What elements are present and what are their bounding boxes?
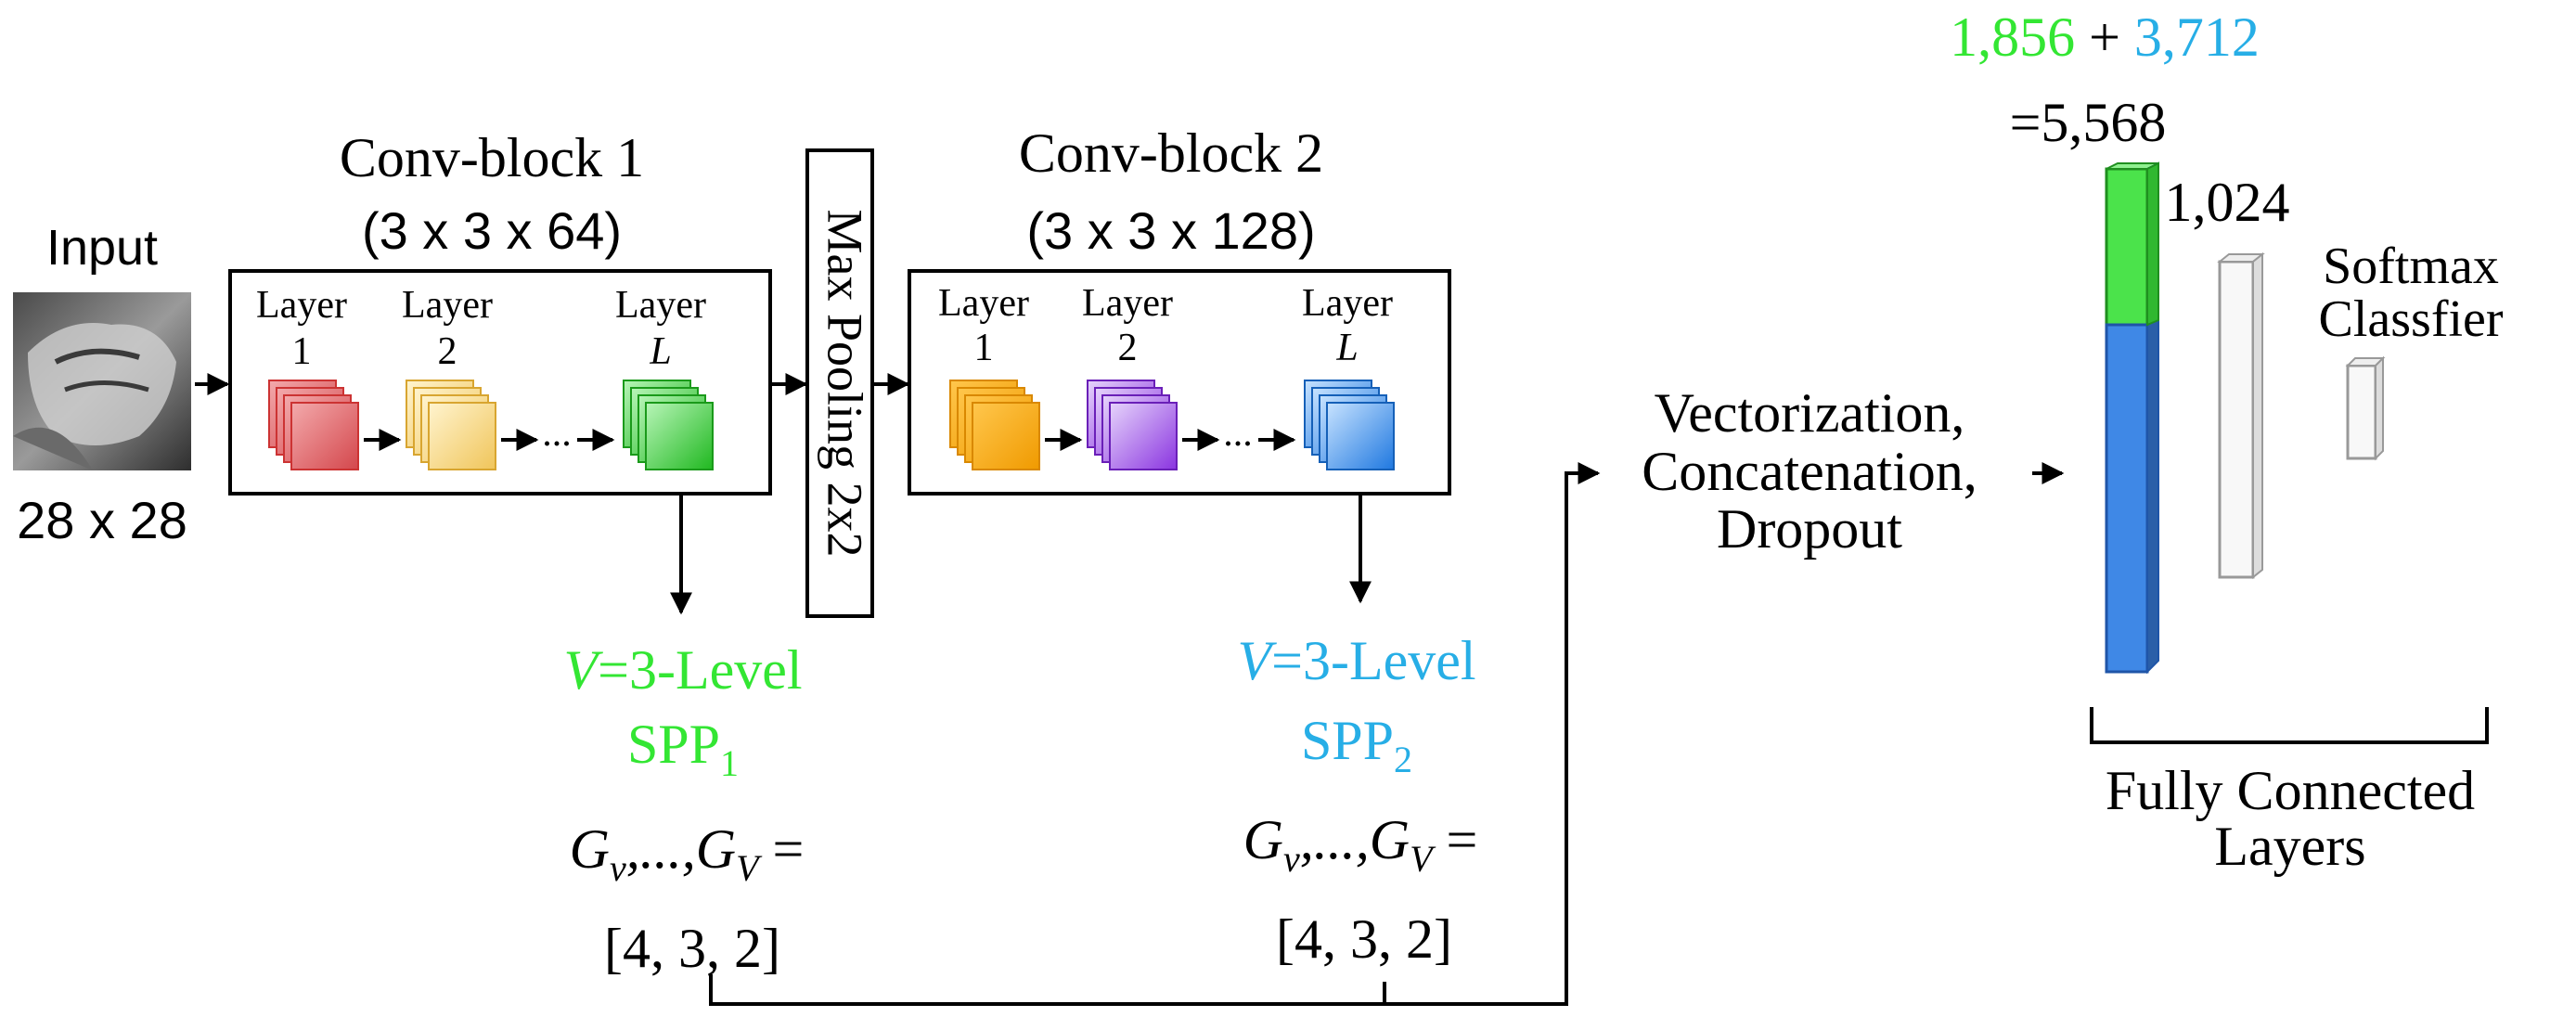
block2-box [908, 269, 1451, 496]
fc-total: =5,568 [2010, 92, 2167, 153]
block2-layer2-index: 2 [1118, 327, 1138, 369]
max-pooling-box [805, 148, 874, 618]
spp1-level: V=3-Level [563, 639, 802, 701]
block2-layer1-word: Layer [938, 282, 1029, 325]
spp2-g-values: [4, 3, 2] [1276, 908, 1452, 970]
spp-connector-line [709, 462, 1601, 1006]
spp2-level: V=3-Level [1237, 630, 1475, 691]
block1-feature-map-2 [406, 380, 496, 470]
fc-hidden-size: 1,024 [2165, 172, 2290, 233]
spp2-name: SPP2 [1301, 710, 1412, 780]
spp1-g-sub-v: v [610, 847, 626, 889]
block1-ellipsis: ... [542, 412, 572, 455]
block2-feature-map-1 [949, 380, 1040, 470]
fc-sum: 1,856 + 3,712 [1950, 6, 2260, 68]
vectorization-line-2: Concatenation, [1642, 441, 1977, 502]
spp2-level-text: =3-Level [1271, 630, 1475, 691]
block1-feature-map-L [623, 380, 714, 470]
input-label: Input [46, 220, 158, 276]
block2-ellipsis: ... [1223, 412, 1253, 455]
block1-layer2-index: 2 [438, 330, 457, 373]
spp1-g-1: G [570, 818, 610, 880]
block2-layer2-word: Layer [1082, 282, 1173, 325]
block2-layerL-index: L [1335, 327, 1358, 369]
spp2-g-mid: ,...,G [1300, 809, 1410, 870]
fc-bracket [2090, 707, 2489, 744]
block2-title: Conv-block 2 [1019, 122, 1323, 184]
softmax-line-1: Softmax [2323, 238, 2499, 295]
fc-caption-line-1: Fully Connected [2106, 760, 2475, 821]
fc-sum-b: 3,712 [2134, 6, 2260, 68]
spp2-sub: 2 [1394, 739, 1412, 780]
block1-dims: (3 x 3 x 64) [362, 201, 622, 260]
block1-feature-map-1 [268, 380, 359, 470]
input-image [13, 292, 191, 470]
spp1-name-text: SPP [627, 714, 720, 775]
input-size: 28 x 28 [17, 491, 187, 549]
fc-softmax-bar [2345, 355, 2386, 461]
spp1-g-formula: Gv,...,GV = [570, 818, 805, 889]
spp2-g-sub-v: v [1283, 838, 1300, 880]
block2-dims: (3 x 3 x 128) [1026, 201, 1315, 260]
spp1-name: SPP1 [627, 714, 739, 784]
spp1-sub: 1 [720, 742, 739, 784]
block2-layer1-index: 1 [974, 327, 994, 369]
block2-feature-map-2 [1087, 380, 1178, 470]
spp2-g-sub-V: V [1410, 838, 1436, 880]
max-pooling-label: Max Pooling 2x2 [818, 209, 873, 557]
fc-sum-plus: + [2075, 6, 2134, 68]
fc-hidden-bar [2217, 251, 2265, 580]
block2-feature-map-L [1304, 380, 1395, 470]
softmax-line-2: Classfier [2318, 290, 2503, 348]
spp1-g-values: [4, 3, 2] [604, 918, 780, 979]
spp1-g-eq: = [759, 818, 805, 880]
vectorization-line-1: Vectorization, [1655, 382, 1965, 444]
fc-sum-a: 1,856 [1950, 6, 2075, 68]
spp2-g-eq: = [1433, 809, 1478, 870]
spp2-name-text: SPP [1301, 710, 1394, 771]
block1-title: Conv-block 1 [340, 127, 644, 188]
spp1-level-text: =3-Level [598, 639, 802, 701]
block1-layer1-word: Layer [256, 284, 347, 327]
spp2-g-1: G [1243, 809, 1283, 870]
fc-concat-bar [2105, 161, 2159, 675]
block1-layerL-index: L [649, 330, 671, 373]
block2-layerL-word: Layer [1302, 282, 1393, 325]
spp1-g-mid: ,...,G [626, 818, 736, 880]
block1-layerL-word: Layer [615, 284, 706, 327]
spp1-g-sub-V: V [736, 847, 763, 889]
spp2-g-formula: Gv,...,GV = [1243, 809, 1478, 880]
block1-layer2-word: Layer [402, 284, 493, 327]
block1-layer1-index: 1 [292, 330, 312, 373]
vectorization-line-3: Dropout [1717, 498, 1902, 560]
spp2-v: V [1237, 630, 1277, 691]
fc-caption-line-2: Layers [2214, 816, 2365, 877]
spp1-v: V [563, 639, 603, 701]
block1-box [228, 269, 772, 496]
